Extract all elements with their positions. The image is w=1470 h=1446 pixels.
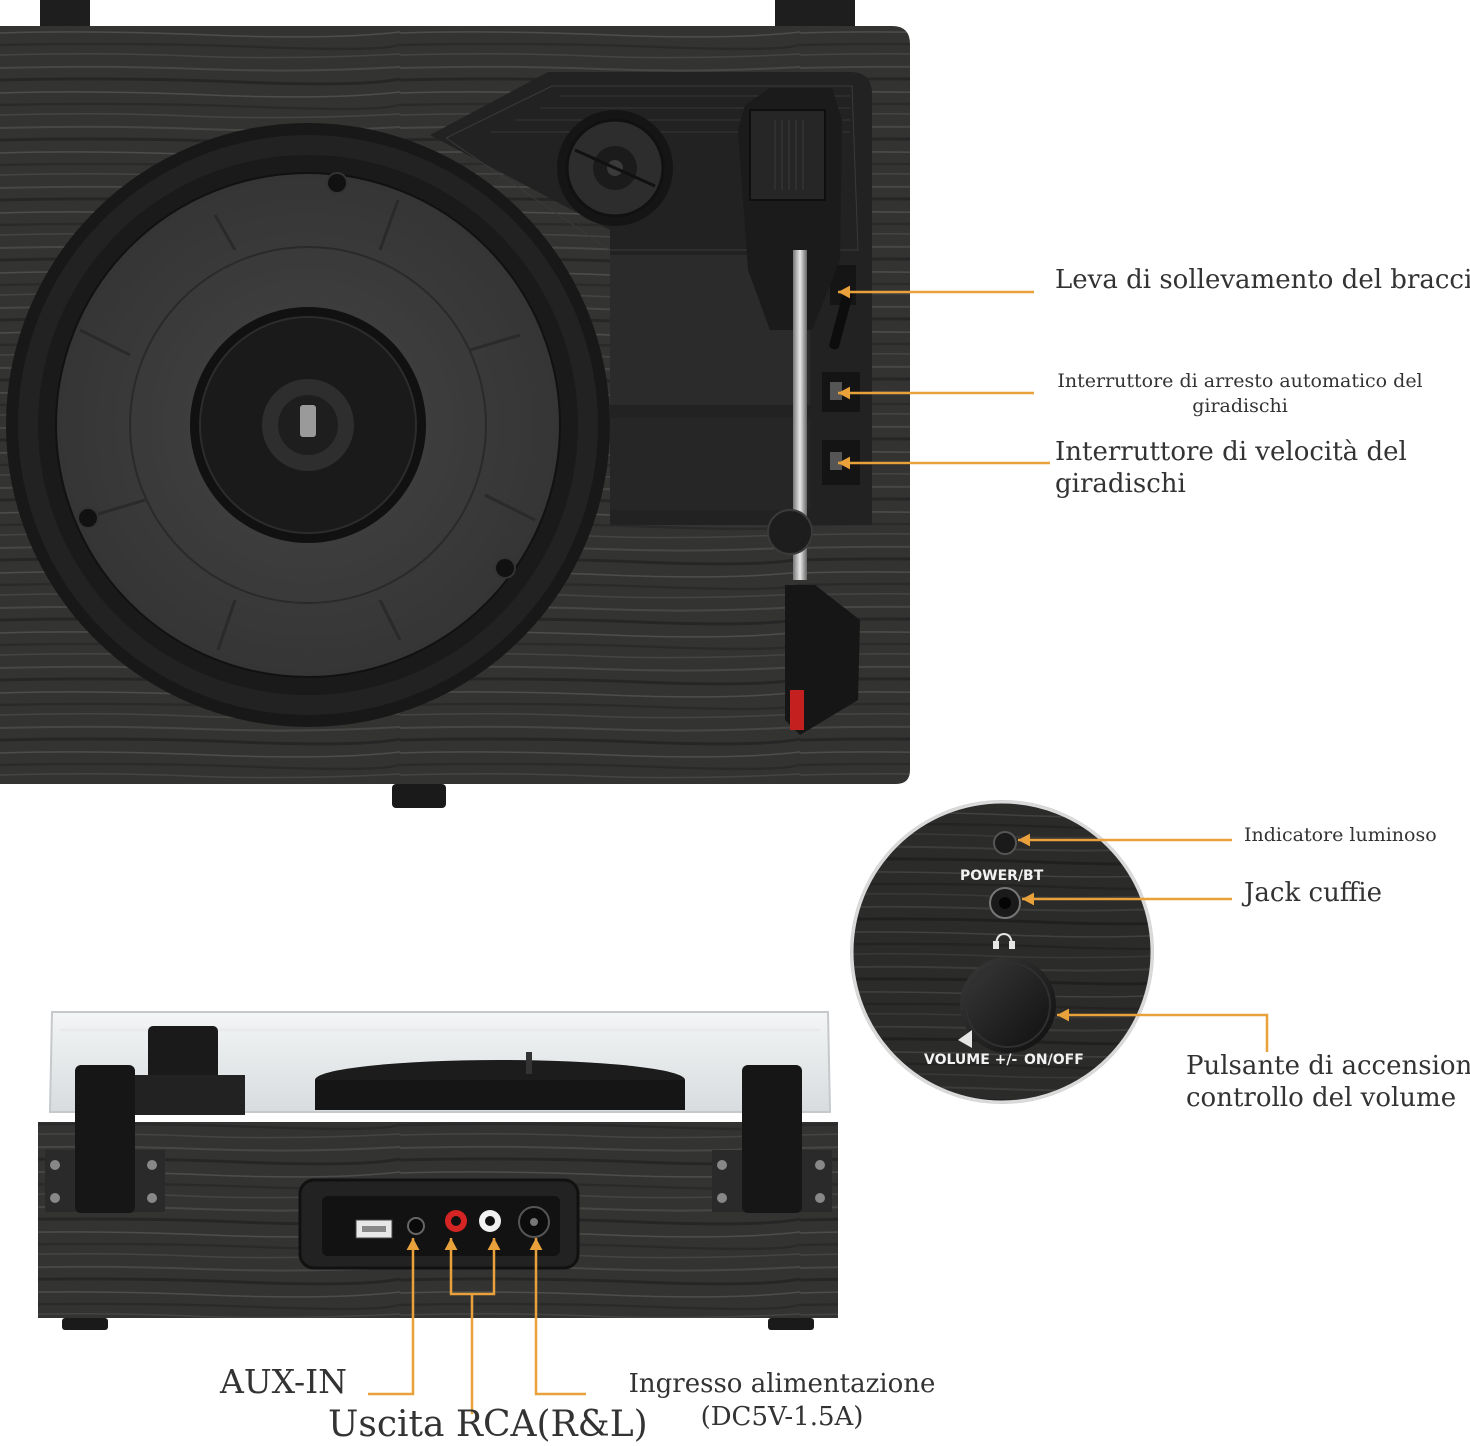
bottom-leaders [368,1238,586,1414]
arrowheads [406,285,1069,1250]
leader-aux-in [368,1238,415,1396]
power-bt-label: POWER/BT [960,868,1044,884]
arrow-power-volume [1057,1008,1069,1022]
indicator-led [993,831,1017,855]
front-knob [392,784,446,808]
arrow-indicator [1018,833,1030,847]
callout-auto-stop-line2: giradischi [1192,395,1288,417]
arrow-auto-stop [838,386,850,400]
arrow-rca-right [444,1238,458,1250]
callout-rca-out: Uscita RCA(R&L) [328,1404,648,1445]
foot-right [768,1318,814,1330]
callout-auto-stop-line1: Interruttore di arresto automatico del [1057,370,1423,392]
arrow-lift-lever [838,285,850,299]
on-off-label: ON/OFF [1024,1052,1084,1068]
callout-power-in: Ingresso alimentazione (DC5V-1.5A) [622,1368,942,1434]
stylus-tip [790,690,804,730]
top-leaders [838,290,1050,465]
foot-left [62,1318,108,1330]
callout-power-volume-line1: Pulsante di accensione [1186,1051,1470,1081]
adapter-holder [557,110,673,226]
callout-power-in-line1: Ingresso alimentazione [628,1369,936,1399]
arrow-aux-in [406,1238,420,1250]
aux-jack [407,1217,425,1235]
callout-power-in-line2: (DC5V-1.5A) [700,1402,864,1432]
volume-label: VOLUME +/- [924,1052,1018,1068]
tonearm-tube [793,250,807,580]
arrow-speed [838,456,850,470]
top-view-turntable [0,0,1050,808]
callout-lift-lever: Leva di sollevamento del braccio [1055,265,1470,295]
counterweight [749,109,826,201]
headphone-icon [993,932,1015,949]
latch-left [45,1065,165,1213]
spindle [300,405,316,437]
control-panel-detail [850,800,1269,1104]
hinge-left [40,0,90,28]
leader-power-in [534,1238,586,1396]
platter [6,123,610,727]
panel-leaders [1018,838,1269,1052]
callout-power-volume: Pulsante di accensione controllo del vol… [1186,1050,1470,1114]
arrow-headphone [1022,892,1034,906]
front-view-turntable [38,285,1069,1414]
callout-power-volume-line2: controllo del volume [1186,1083,1457,1113]
volume-arrow-icon [958,1030,972,1048]
hinge-right [775,0,855,30]
callout-headphone: Jack cuffie [1244,878,1382,908]
leader-power-volume [1057,1013,1269,1052]
latch-right [712,1065,832,1213]
front-spindle [526,1052,532,1074]
callout-speed-line1: Interruttore di velocità del [1055,437,1407,467]
tonearm [738,88,860,735]
arrow-power-in [529,1238,543,1250]
callout-indicator: Indicatore luminoso [1244,824,1437,846]
volume-knob [960,957,1056,1053]
arm-rest [767,509,813,555]
callout-auto-stop: Interruttore di arresto automatico del g… [1040,369,1440,419]
callout-aux-in: AUX-IN [220,1362,348,1401]
callout-speed: Interruttore di velocità del giradischi [1055,436,1407,500]
arrow-rca-left [487,1238,501,1250]
callout-speed-line2: giradischi [1055,469,1186,499]
front-counterweight [148,1026,218,1086]
lift-lever [829,290,853,350]
